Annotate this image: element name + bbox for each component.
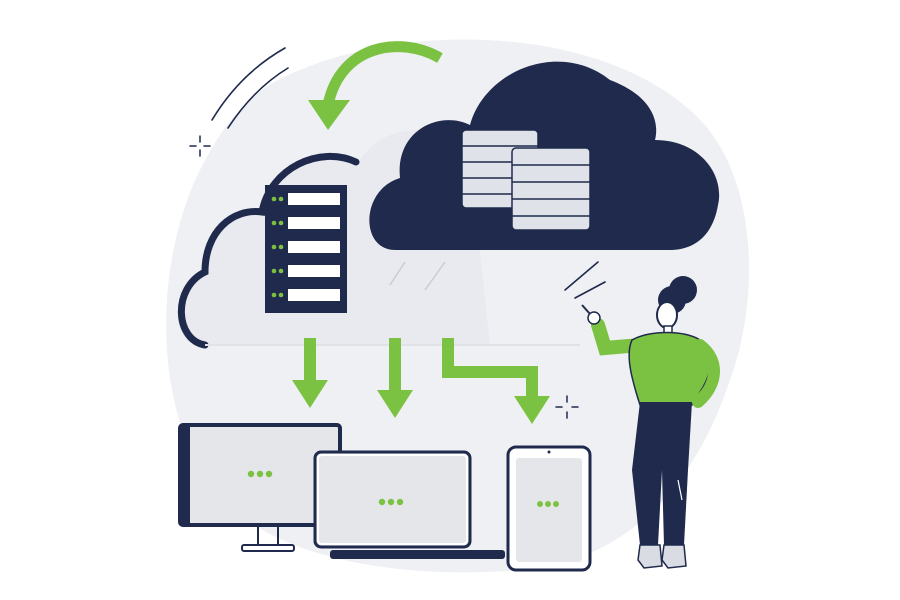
phone-icon [506,445,592,572]
download-arrow-icon [377,338,413,418]
person-figure [581,276,720,569]
laptop-icon [313,450,505,559]
sparkle-icon [189,135,211,157]
database-stack [461,129,591,231]
sync-arrow-icon [308,41,443,130]
cloud-database-icon [369,61,720,299]
motion-lines [211,47,289,129]
sparkle-icon [555,395,579,419]
download-arrow-icon [442,338,550,424]
download-arrow-icon [292,338,328,408]
server-rack [265,185,347,313]
